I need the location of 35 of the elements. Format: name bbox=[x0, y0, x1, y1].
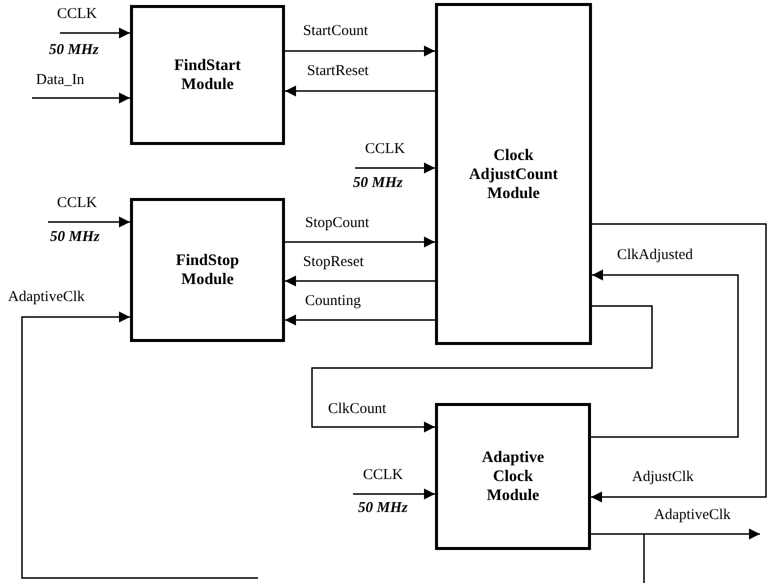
arrow bbox=[285, 314, 435, 326]
signal-label: Counting bbox=[305, 293, 361, 310]
frequency-label: 50 MHz bbox=[353, 175, 403, 192]
arrow bbox=[590, 528, 761, 583]
signal-label: AdjustClk bbox=[632, 469, 694, 486]
arrow bbox=[285, 236, 435, 248]
arrow bbox=[591, 270, 739, 438]
arrow bbox=[285, 46, 435, 56]
signal-label: Data_In bbox=[36, 72, 84, 89]
arrow bbox=[285, 276, 435, 286]
signal-label: StopReset bbox=[303, 254, 364, 271]
module-box bbox=[130, 5, 285, 145]
arrow bbox=[353, 488, 435, 500]
arrow bbox=[285, 86, 435, 96]
arrow bbox=[311, 305, 653, 432]
arrow bbox=[48, 216, 130, 228]
module-name: FindStart Module bbox=[173, 56, 242, 94]
arrow bbox=[32, 92, 130, 104]
module-name: FindStop Module bbox=[174, 251, 240, 289]
module-box bbox=[435, 3, 592, 345]
module-name: Adaptive Clock Module bbox=[480, 448, 546, 505]
frequency-label: 50 MHz bbox=[50, 229, 100, 246]
arrow bbox=[21, 312, 258, 579]
module-box bbox=[130, 198, 285, 342]
signal-label: AdaptiveClk bbox=[654, 507, 731, 524]
module-box bbox=[435, 403, 591, 550]
signal-label: AdaptiveClk bbox=[8, 289, 85, 306]
frequency-label: 50 MHz bbox=[49, 42, 99, 59]
signal-label: StopCount bbox=[305, 215, 370, 232]
arrow bbox=[355, 162, 435, 174]
module-name: Clock AdjustCount Module bbox=[468, 146, 559, 202]
arrow bbox=[60, 28, 130, 38]
frequency-label: 50 MHz bbox=[358, 500, 408, 517]
arrow bbox=[591, 223, 767, 502]
signal-label: ClkAdjusted bbox=[617, 247, 693, 264]
